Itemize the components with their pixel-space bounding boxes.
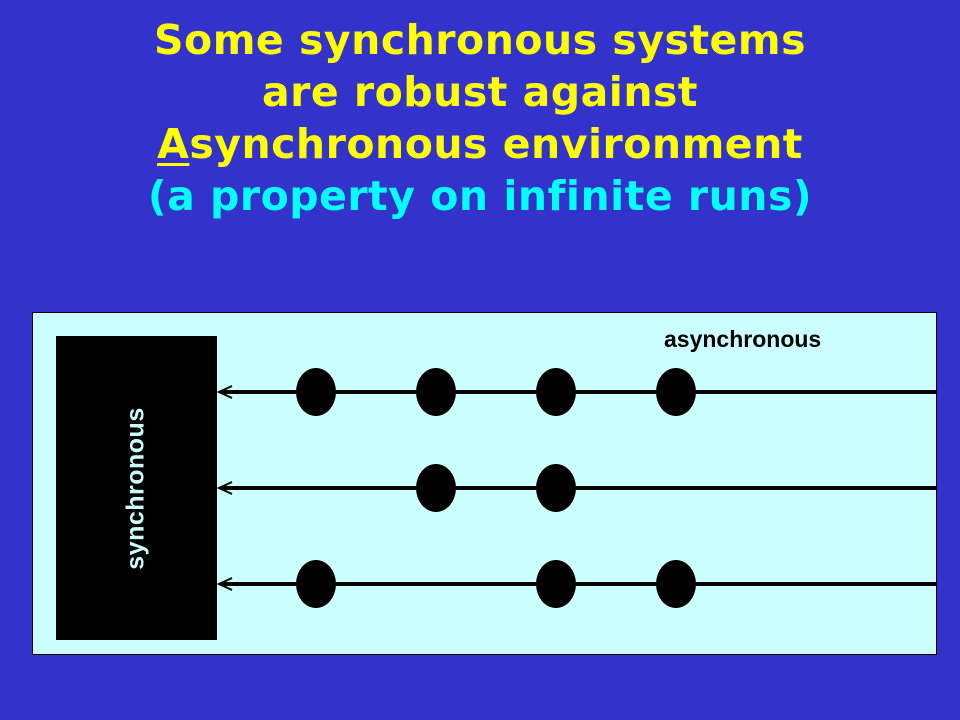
channel-2-arrowhead (216, 481, 233, 495)
channel-2-token-1 (416, 464, 456, 512)
channel-2 (216, 464, 936, 512)
title-line-2: are robust against (261, 68, 699, 116)
channel-1-token-2 (416, 368, 456, 416)
title-line-1: Some synchronous systems (154, 16, 806, 64)
channel-3-arrowhead (216, 577, 233, 591)
channel-2-token-2 (536, 464, 576, 512)
channel-1-token-1 (296, 368, 336, 416)
title-line-3: Asynchronous environment (0, 118, 960, 170)
channel-3-token-2 (536, 560, 576, 608)
synchronous-box (56, 336, 217, 640)
channel-1-arrowhead (216, 385, 233, 399)
channel-1-token-4 (656, 368, 696, 416)
channel-3 (216, 560, 936, 608)
channel-3-token-1 (296, 560, 336, 608)
title-underlined-letter: A (157, 120, 190, 168)
channel-1 (216, 368, 936, 416)
title-line-3-rest: synchronous environment (189, 120, 803, 168)
asynchronous-label: asynchronous (664, 326, 822, 352)
title-line-4: (a property on infinite runs) (147, 172, 813, 220)
channel-3-token-3 (656, 560, 696, 608)
channel-1-token-3 (536, 368, 576, 416)
slide-title: Some synchronous systems are robust agai… (0, 14, 960, 222)
